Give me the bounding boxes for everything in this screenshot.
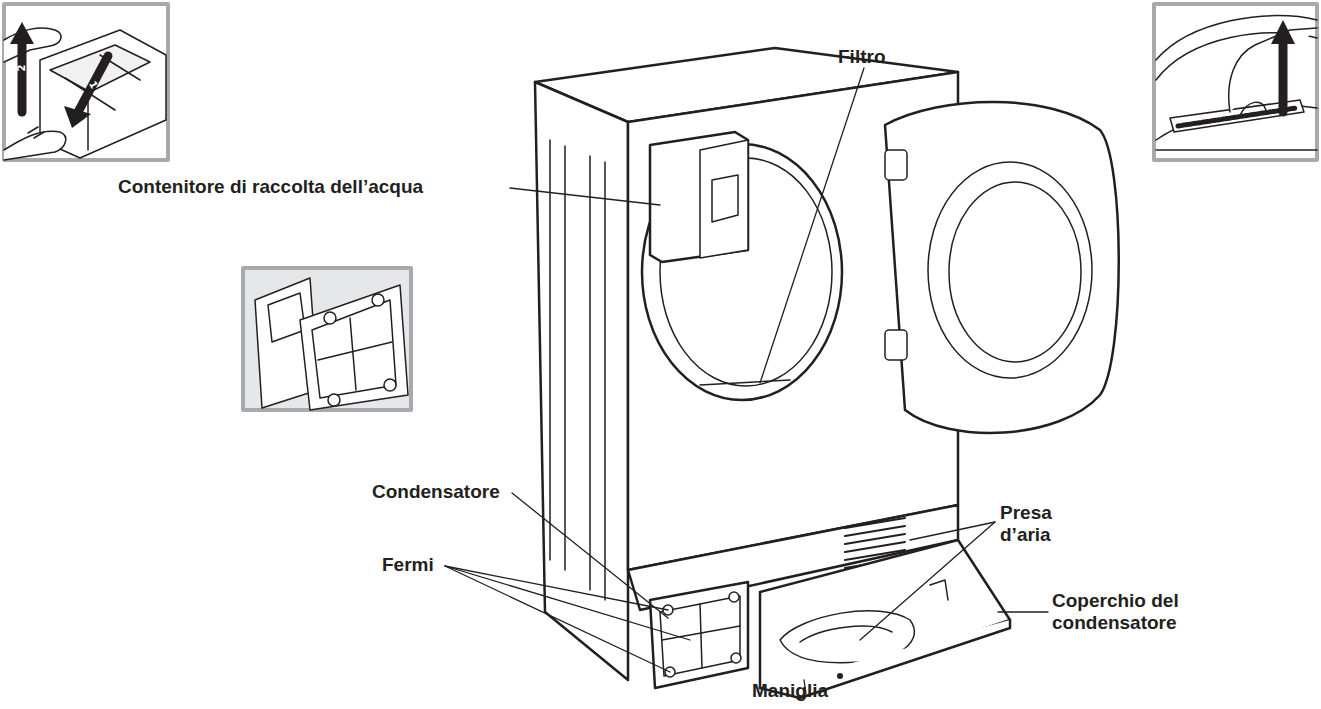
part-label: Coperchio del condensatore [1052,590,1202,634]
inset-frame [4,4,168,160]
step-number: 2 [16,62,28,74]
part-label: Contenitore di raccolta dell’acqua [118,176,518,198]
arrow [1279,40,1288,112]
inset-frame [1154,4,1317,160]
filter-detail [1156,16,1317,150]
part-label: Presa d’aria [1000,502,1080,546]
inset-frame [243,268,411,410]
arrow [18,42,27,112]
arrow-head [10,22,34,44]
part-label: Maniglia [752,680,852,702]
part-label: Filtro [838,46,918,68]
part-label: Condensatore [372,481,522,503]
arrow-head [64,106,91,128]
arrow-head [1271,20,1295,44]
leader-lines [445,68,1048,694]
arrow [78,56,108,112]
part-label: Fermi [382,554,452,576]
condenser-detail [255,278,408,410]
water-container-detail [4,28,166,160]
